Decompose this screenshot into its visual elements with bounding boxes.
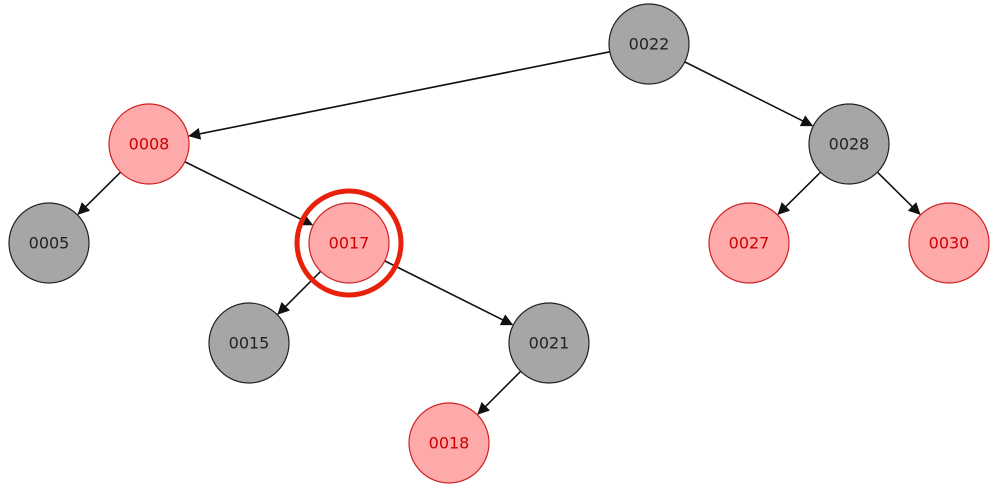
node-label: 0021 bbox=[529, 334, 570, 353]
tree-node-0028[interactable]: 0028 bbox=[808, 103, 890, 185]
black-node-circle bbox=[808, 103, 890, 185]
node-label: 0018 bbox=[429, 434, 470, 453]
highlight-layer bbox=[294, 188, 404, 298]
red-node-circle bbox=[908, 202, 990, 284]
edge-0021-0018 bbox=[477, 370, 522, 415]
node-label: 0030 bbox=[929, 234, 970, 253]
tree-node-0015[interactable]: 0015 bbox=[208, 302, 290, 384]
node-label: 0028 bbox=[829, 135, 870, 154]
node-label: 0015 bbox=[229, 334, 270, 353]
edge-0008-0017 bbox=[184, 161, 314, 226]
edge-0022-0028 bbox=[684, 61, 814, 127]
red-node-circle bbox=[308, 202, 390, 284]
tree-node-0022[interactable]: 0022 bbox=[608, 3, 690, 85]
node-label: 0005 bbox=[29, 234, 70, 253]
tree-node-0017[interactable]: 0017 bbox=[308, 202, 390, 284]
node-label: 0008 bbox=[129, 135, 170, 154]
edge-0017-0015 bbox=[277, 270, 322, 315]
tree-edges bbox=[77, 51, 921, 415]
tree-node-0021[interactable]: 0021 bbox=[508, 302, 590, 384]
tree-node-0030[interactable]: 0030 bbox=[908, 202, 990, 284]
red-node-circle bbox=[408, 402, 490, 484]
edge-0028-0027 bbox=[777, 171, 822, 215]
tree-node-0008[interactable]: 0008 bbox=[108, 103, 190, 185]
black-node-circle bbox=[8, 202, 90, 284]
red-node-circle bbox=[108, 103, 190, 185]
node-label: 0017 bbox=[329, 234, 370, 253]
black-node-circle bbox=[508, 302, 590, 384]
edge-0028-0030 bbox=[876, 171, 921, 215]
edge-0008-0005 bbox=[77, 171, 122, 215]
highlight-ring bbox=[294, 188, 404, 298]
black-node-circle bbox=[208, 302, 290, 384]
red-node-circle bbox=[708, 202, 790, 284]
edge-0022-0008 bbox=[188, 51, 610, 140]
tree-node-0018[interactable]: 0018 bbox=[408, 402, 490, 484]
tree-nodes: 0022 0008 0028 0005 0017 0027 0030 0015 0021 0018 bbox=[8, 3, 990, 484]
node-label: 0027 bbox=[729, 234, 770, 253]
node-label: 0022 bbox=[629, 35, 670, 54]
edge-0017-0021 bbox=[384, 260, 514, 326]
black-node-circle bbox=[608, 3, 690, 85]
tree-node-0027[interactable]: 0027 bbox=[708, 202, 790, 284]
tree-node-0005[interactable]: 0005 bbox=[8, 202, 90, 284]
